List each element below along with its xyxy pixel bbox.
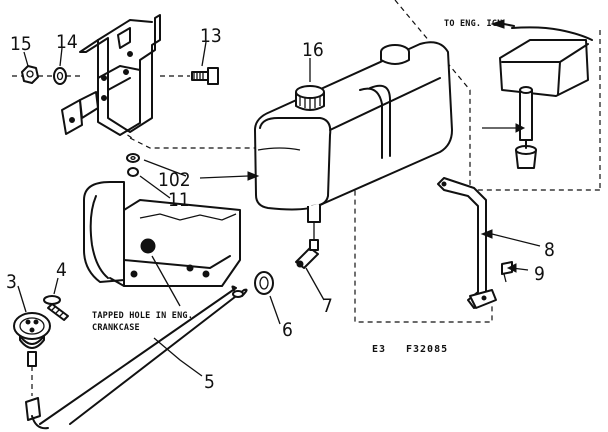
bolt bbox=[160, 67, 219, 85]
hex-nut bbox=[21, 65, 39, 84]
primer-bulb bbox=[13, 312, 51, 396]
callout-6: 6 bbox=[282, 319, 293, 341]
callout-3: 3 bbox=[6, 271, 17, 293]
figure-code-number: F32085 bbox=[406, 344, 448, 355]
callout-16: 16 bbox=[302, 39, 324, 61]
fuel-tank bbox=[254, 41, 453, 223]
fuel-gauge-sender bbox=[499, 39, 589, 169]
callout-14: 14 bbox=[56, 31, 78, 53]
callout-15: 15 bbox=[10, 33, 32, 55]
callout-11: 11 bbox=[168, 189, 190, 211]
engine-crankcase bbox=[83, 181, 241, 287]
screw bbox=[501, 261, 513, 283]
callout-9: 9 bbox=[534, 263, 545, 285]
mounting-bracket bbox=[61, 14, 161, 136]
tapped-hole-caption-line1: TAPPED HOLE IN ENG. bbox=[92, 311, 193, 321]
shutoff-valve bbox=[295, 222, 319, 269]
figure-code-prefix: E3 bbox=[372, 344, 386, 355]
callout-102: 102 bbox=[158, 169, 191, 191]
primer-screw bbox=[43, 295, 69, 321]
gauge-bracket bbox=[437, 177, 497, 309]
callout-5: 5 bbox=[204, 371, 215, 393]
lock-washer bbox=[53, 67, 67, 85]
callout-4: 4 bbox=[56, 259, 67, 281]
hose-clamp bbox=[254, 271, 274, 295]
ignition-wire bbox=[490, 19, 593, 41]
callout-numbers: 15 14 13 16 102 11 3 4 5 6 7 8 9 bbox=[6, 25, 555, 393]
tapped-hole bbox=[140, 238, 156, 254]
callout-13: 13 bbox=[200, 25, 222, 47]
callout-7: 7 bbox=[322, 295, 333, 317]
to-eng-ign-caption: TO ENG. IGN bbox=[444, 19, 503, 29]
callout-8: 8 bbox=[544, 239, 555, 261]
flat-washer bbox=[126, 153, 140, 163]
leader-lines bbox=[17, 41, 541, 377]
tapped-hole-caption-line2: CRANKCASE bbox=[92, 323, 140, 333]
small-washer bbox=[127, 167, 139, 177]
fuel-line-hose bbox=[25, 285, 248, 430]
